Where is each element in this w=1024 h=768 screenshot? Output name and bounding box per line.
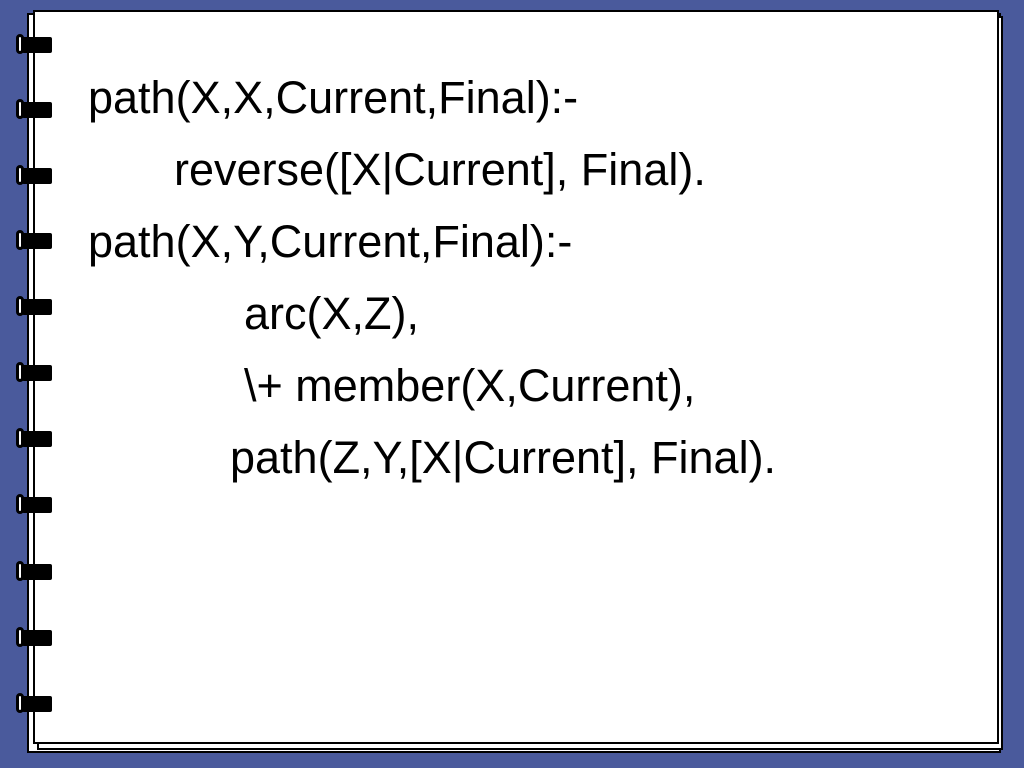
notebook-ring-icon [16,428,52,450]
slide-panel [33,10,999,744]
code-line-3: path(X,Y,Current,Final):- [88,216,573,267]
notebook-ring-icon [16,561,52,583]
code-block: path(X,X,Current,Final):- reverse([X|Cur… [88,62,988,542]
notebook-ring-icon [16,627,52,649]
binder-rings [0,0,60,768]
notebook-ring-icon [16,296,52,318]
notebook-ring-icon [16,230,52,252]
code-line-4: arc(X,Z), [244,288,419,339]
notebook-ring-icon [16,494,52,516]
code-line-1: path(X,X,Current,Final):- [88,72,579,123]
notebook-ring-icon [16,362,52,384]
notebook-ring-icon [16,165,52,187]
code-line-5: \+ member(X,Current), [244,360,696,411]
code-line-2: reverse([X|Current], Final). [174,144,706,195]
notebook-ring-icon [16,693,52,715]
notebook-ring-icon [16,99,52,121]
notebook-ring-icon [16,34,52,56]
code-line-6: path(Z,Y,[X|Current], Final). [230,432,777,483]
